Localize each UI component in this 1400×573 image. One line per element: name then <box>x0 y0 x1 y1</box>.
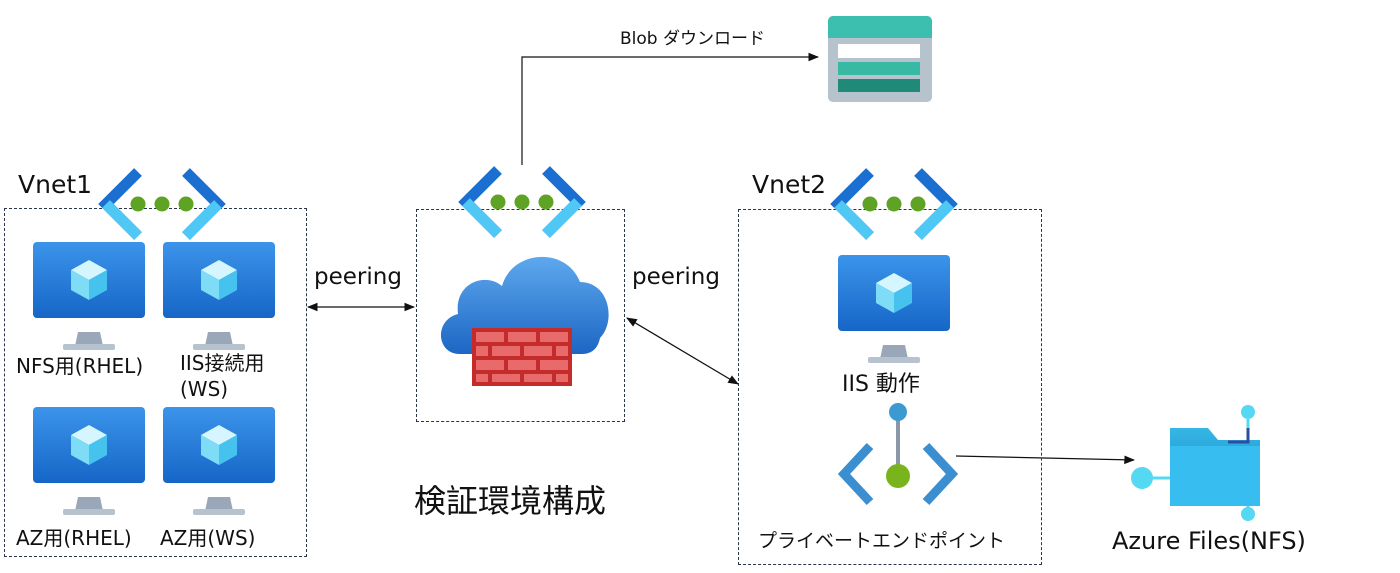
vnet-icon <box>458 168 588 238</box>
peering-right-arrow <box>626 317 739 385</box>
peering-left-label: peering <box>314 264 402 290</box>
private-endpoint-icon <box>837 403 959 506</box>
vm-icon <box>838 255 950 363</box>
vm-icon <box>33 407 145 515</box>
private-endpoint-label: プライベートエンドポイント <box>758 530 1006 552</box>
hub-box <box>416 209 625 422</box>
vm-label: IIS 動作 <box>842 372 920 397</box>
vnet-icon <box>98 170 228 240</box>
peering-right-label: peering <box>632 264 720 290</box>
diagram-title: 検証環境構成 <box>414 482 607 520</box>
firewall-icon <box>440 256 609 386</box>
vm-icon <box>33 242 145 350</box>
vm-label: IIS接続用 (WS) <box>180 351 265 401</box>
storage-account-icon <box>828 16 932 102</box>
blob-download-arrow <box>521 52 820 165</box>
blob-download-label: Blob ダウンロード <box>620 29 765 49</box>
vnet1-box <box>4 208 307 557</box>
vm-label: NFS用(RHEL) <box>16 354 144 378</box>
vm-icon <box>163 242 275 350</box>
vnet2-label: Vnet2 <box>752 170 827 199</box>
azure-files-icon <box>1131 405 1260 521</box>
azure-files-label: Azure Files(NFS) <box>1112 527 1306 555</box>
pe-to-files-arrow <box>955 455 1136 465</box>
vnet1-label: Vnet1 <box>18 170 93 199</box>
vnet-icon <box>830 170 960 240</box>
vm-label: AZ用(WS) <box>160 526 256 550</box>
vm-label: AZ用(RHEL) <box>16 526 132 550</box>
vm-icon <box>163 407 275 515</box>
